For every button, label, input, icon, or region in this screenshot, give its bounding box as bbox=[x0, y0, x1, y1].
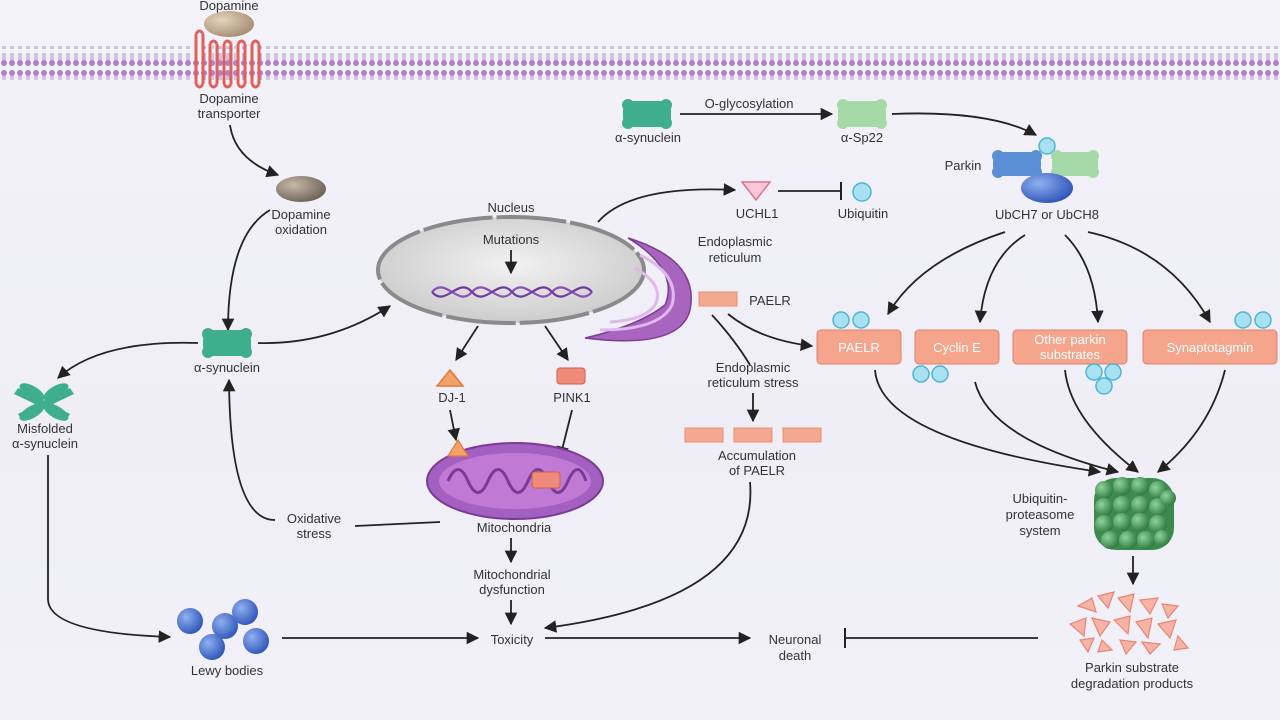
other-box-label-1: Other parkin bbox=[1034, 332, 1106, 347]
arrow-ubch-to-synaptotagmin bbox=[1087, 231, 1211, 324]
paelr-box-label: PAELR bbox=[838, 340, 880, 355]
o-glycosylation-label: O-glycosylation bbox=[705, 96, 794, 111]
dj1-label: DJ-1 bbox=[438, 390, 465, 405]
pink1-label: PINK1 bbox=[553, 390, 591, 405]
arrow-ubch-to-other bbox=[1064, 234, 1104, 324]
alpha-sp22-label: α-Sp22 bbox=[841, 130, 883, 145]
ups-label-2: proteasome bbox=[1006, 507, 1075, 522]
pink1-bound-icon bbox=[531, 471, 561, 489]
other-box-label-2: substrates bbox=[1040, 347, 1100, 362]
pink1-icon bbox=[556, 367, 586, 385]
er-label-2: reticulum bbox=[709, 250, 762, 265]
degradation-products-icon bbox=[1068, 591, 1190, 656]
arrow-accumulation-to-toxicity bbox=[543, 481, 752, 633]
line-mito-to-oxidative bbox=[354, 521, 441, 527]
accumulated-paelr-icons bbox=[684, 427, 822, 443]
nucleus-label: Nucleus bbox=[488, 200, 535, 215]
mitochondria-label: Mitochondria bbox=[477, 520, 552, 535]
degradation-label-1: Parkin substrate bbox=[1085, 660, 1179, 675]
arrow-ubch-to-paelr bbox=[887, 231, 1006, 316]
uchl1-label: UCHL1 bbox=[736, 206, 779, 221]
paelr-small-label: PAELR bbox=[749, 293, 791, 308]
alpha-synuclein-left-label: α-synuclein bbox=[194, 360, 260, 375]
arrow-other-to-ups bbox=[1064, 369, 1140, 473]
er-label-1: Endoplasmic bbox=[698, 234, 773, 249]
oxidized-dopamine bbox=[276, 176, 326, 202]
other-parkin-substrates-box: Other parkin substrates bbox=[1012, 329, 1128, 395]
arrow-paelr-to-paelr-box bbox=[727, 313, 814, 351]
oxidation-label-1: Dopamine bbox=[271, 207, 330, 222]
misfolded-synuclein-icon bbox=[14, 383, 74, 421]
arrow-nucleus-to-dj1 bbox=[455, 325, 479, 362]
accumulation-label-1: Accumulation bbox=[718, 448, 796, 463]
ubiquitin-label: Ubiquitin bbox=[838, 206, 889, 221]
mitochondrion bbox=[426, 438, 604, 520]
ups-label-3: system bbox=[1019, 523, 1060, 538]
arrow-sp22-to-parkin bbox=[891, 112, 1038, 136]
arrow-transporter-to-oxidation bbox=[229, 124, 280, 178]
cell-membrane bbox=[0, 46, 1280, 80]
dna-helix-icon bbox=[431, 286, 593, 298]
alpha-sp22-icon bbox=[837, 99, 887, 129]
neuronal-death-label-2: death bbox=[779, 648, 812, 663]
degradation-label-2: degradation products bbox=[1071, 676, 1194, 691]
paelr-box: PAELR bbox=[816, 311, 902, 365]
arrow-synuclein-to-misfolded bbox=[57, 341, 199, 379]
lewy-bodies-icon bbox=[177, 599, 269, 660]
cyclin-e-box-label: Cyclin E bbox=[933, 340, 981, 355]
synaptotagmin-box: Synaptotagmin bbox=[1142, 311, 1278, 365]
arrow-paelr-to-ups bbox=[874, 369, 1102, 477]
uchl1-icon bbox=[740, 181, 772, 202]
dopamine-transporter bbox=[194, 29, 261, 89]
oxidative-label-1: Oxidative bbox=[287, 511, 341, 526]
mito-dysfunction-label-1: Mitochondrial bbox=[473, 567, 550, 582]
arrow-ubch-to-cyclin bbox=[974, 234, 1026, 324]
arrow-cyclin-to-ups bbox=[974, 381, 1120, 476]
transporter-label-2: transporter bbox=[198, 106, 262, 121]
arrow-nucleus-to-uchl1 bbox=[597, 183, 737, 223]
synaptotagmin-box-label: Synaptotagmin bbox=[1167, 340, 1254, 355]
lewy-bodies-label: Lewy bodies bbox=[191, 663, 264, 678]
parkin-label: Parkin bbox=[945, 158, 982, 173]
er-stress-label-2: reticulum stress bbox=[707, 375, 799, 390]
arrow-synuclein-to-nucleus bbox=[257, 305, 392, 344]
alpha-synuclein-top-icon bbox=[622, 99, 672, 129]
toxicity-label: Toxicity bbox=[491, 632, 534, 647]
ups-label-1: Ubiquitin- bbox=[1013, 491, 1068, 506]
arrow-oxidative-to-synuclein bbox=[222, 378, 276, 521]
arrow-nucleus-to-pink1 bbox=[544, 325, 569, 362]
endoplasmic-reticulum bbox=[584, 237, 692, 342]
misfolded-label-1: Misfolded bbox=[17, 421, 73, 436]
oxidation-label-2: oxidation bbox=[275, 222, 327, 237]
parkin-complex-icon bbox=[992, 137, 1099, 203]
paelr-receptor-icon bbox=[698, 291, 738, 307]
arrow-oxidation-to-synuclein bbox=[221, 209, 271, 332]
mito-dysfunction-label-2: dysfunction bbox=[479, 582, 545, 597]
dopamine-molecule bbox=[204, 11, 254, 37]
arrow-misfolded-to-lewy bbox=[47, 455, 172, 643]
transporter-label-1: Dopamine bbox=[199, 91, 258, 106]
oxidative-label-2: stress bbox=[297, 526, 332, 541]
ubiquitin-icon bbox=[852, 182, 872, 202]
dj1-bound-icon bbox=[446, 438, 470, 457]
mutations-label: Mutations bbox=[483, 232, 540, 247]
proteasome-icon bbox=[1094, 477, 1176, 550]
arrow-synaptotagmin-to-ups bbox=[1157, 369, 1226, 473]
alpha-synuclein-left-icon bbox=[202, 328, 252, 358]
cyclin-e-box: Cyclin E bbox=[912, 329, 1000, 383]
arrow-dj1-to-mito bbox=[447, 409, 460, 442]
ubch-label: UbCH7 or UbCH8 bbox=[995, 207, 1099, 222]
er-stress-label-1: Endoplasmic bbox=[716, 360, 791, 375]
alpha-synuclein-top-label: α-synuclein bbox=[615, 130, 681, 145]
accumulation-label-2: of PAELR bbox=[729, 463, 785, 478]
misfolded-label-2: α-synuclein bbox=[12, 436, 78, 451]
line-paelr-to-er-stress bbox=[711, 314, 751, 366]
neuronal-death-label-1: Neuronal bbox=[769, 632, 822, 647]
dopamine-label: Dopamine bbox=[199, 0, 258, 13]
dj1-icon bbox=[435, 368, 465, 387]
